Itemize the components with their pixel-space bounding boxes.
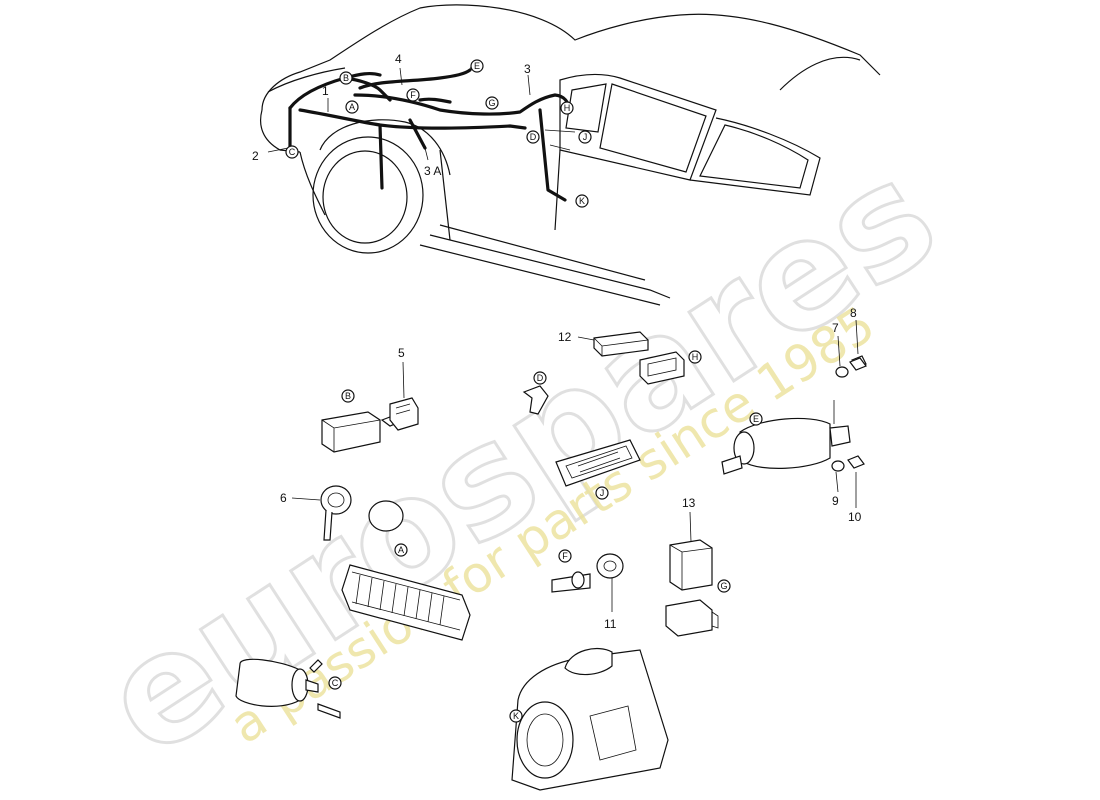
wiring-harness [288,68,576,202]
part-j-control: J [555,439,641,500]
letter-c-car: C [289,147,296,157]
callout-6: 6 [280,491,287,505]
letter-b-car: B [343,73,349,83]
part-12-panel: 12 [558,330,649,357]
part-7-washer: 7 [832,321,849,378]
callout-9: 9 [832,494,839,508]
letter-f: F [562,551,568,561]
letter-a: A [398,545,404,555]
callout-12: 12 [558,330,572,344]
letter-g: G [720,581,727,591]
letter-c: C [332,678,339,688]
part-8-nut: 8 [849,306,867,371]
letter-g-car: G [488,98,495,108]
letter-k-car: K [579,196,585,206]
callout-8: 8 [850,306,857,320]
callout-2: 2 [252,149,259,163]
letter-h-car: H [564,103,571,113]
callout-3: 3 [524,62,531,76]
car-body [259,4,881,306]
letter-b: B [345,391,351,401]
callout-11: 11 [604,617,617,631]
letter-e: E [753,414,759,424]
callout-13: 13 [682,496,696,510]
part-c-pump: C [235,658,342,719]
letter-a-car: A [349,102,355,112]
letter-e-car: E [474,61,480,71]
watermark: eurospares a passion for parts since 198… [73,126,966,791]
callout-3a: 3 A [424,164,441,178]
part-g-relay: G [665,579,731,637]
callout-7: 7 [832,321,839,335]
part-h-switch: H [639,350,702,385]
letter-h: H [692,352,699,362]
car-letter-markers: B A C E F G H D J K [285,59,592,208]
part-13-relay: 13 [669,496,713,591]
part-k-housing: K [509,647,669,791]
callout-10: 10 [848,510,862,524]
letter-k: K [513,711,519,721]
callout-4: 4 [395,52,402,66]
part-11-cap: 11 [596,553,624,631]
letter-d: D [537,373,544,383]
part-5-plug: 5 [389,346,419,431]
callout-1: 1 [322,84,329,98]
part-e-pump: E [721,400,851,475]
watermark-brand: eurospares [75,128,965,790]
part-d-clip: D [522,371,549,415]
callout-5: 5 [398,346,405,360]
letter-j-car: J [583,132,588,142]
part-f-switch: F [551,549,591,593]
part-6-sensor: 6 [280,485,404,541]
part-a-fusebox: A [341,543,471,641]
letter-j: J [600,488,605,498]
letter-f-car: F [410,90,416,100]
part-9-washer: 9 [831,460,845,508]
part-10-nut: 10 [847,455,865,524]
letter-d-car: D [530,132,537,142]
